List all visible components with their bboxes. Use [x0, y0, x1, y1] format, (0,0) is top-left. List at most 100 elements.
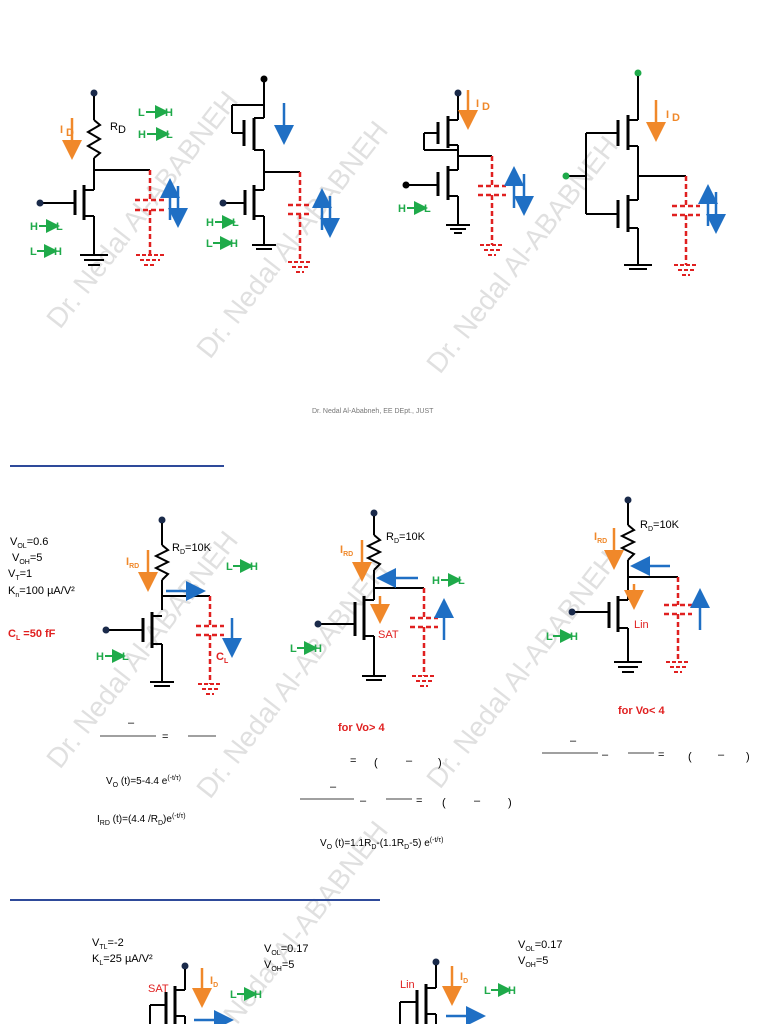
svg-text:H: H — [570, 631, 578, 643]
svg-text:): ) — [746, 751, 750, 763]
circuit-cmos: I D — [562, 69, 726, 276]
svg-text:VTL=-2: VTL=-2 — [92, 937, 124, 951]
svg-text:=: = — [162, 731, 168, 743]
svg-text:SAT: SAT — [148, 983, 169, 995]
svg-text:L: L — [166, 129, 173, 141]
svg-text:H: H — [165, 107, 173, 119]
svg-text:ID: ID — [460, 971, 468, 985]
svg-text:=: = — [416, 795, 422, 807]
svg-text:D: D — [672, 112, 680, 124]
svg-text:H: H — [398, 203, 406, 215]
svg-text:–: – — [718, 749, 725, 761]
svg-text:RD=10K: RD=10K — [172, 542, 212, 556]
svg-text:(: ( — [442, 797, 446, 809]
svg-text:H: H — [432, 575, 440, 587]
svg-text:CL =50 fF: CL =50 fF — [8, 628, 56, 642]
svg-text:–: – — [602, 749, 609, 761]
svg-text:VOH=5: VOH=5 — [518, 955, 548, 969]
svg-text:L: L — [230, 989, 237, 1001]
circuit-resistive-load: I D R D L H H L H L L H — [30, 89, 188, 266]
svg-text:H: H — [254, 989, 262, 1001]
svg-text:=: = — [658, 749, 664, 761]
svg-text:L: L — [122, 651, 129, 663]
svg-text:=: = — [350, 755, 356, 767]
svg-text:): ) — [508, 797, 512, 809]
svg-text:H: H — [54, 246, 62, 258]
watermarks: Dr. Nedal Al-ABABNEH Dr. Nedal Al-ABABNE… — [40, 85, 624, 1024]
svg-text:–: – — [570, 735, 577, 747]
svg-text:VOH=5: VOH=5 — [12, 552, 42, 566]
parameters-block: VOL=0.6 VOH=5 VT=1 Kn=100 µA/V² CL =50 f… — [8, 536, 75, 642]
svg-text:L: L — [226, 561, 233, 573]
svg-text:L: L — [484, 985, 491, 997]
svg-text:D: D — [118, 124, 126, 136]
svg-text:IRD: IRD — [340, 544, 353, 558]
svg-text:–: – — [330, 781, 337, 793]
svg-text:VOH=5: VOH=5 — [264, 959, 294, 973]
svg-text:D: D — [482, 101, 490, 113]
svg-text:SAT: SAT — [378, 629, 399, 641]
svg-text:RD=10K: RD=10K — [640, 519, 680, 533]
svg-text:VOL=0.17: VOL=0.17 — [518, 939, 563, 953]
svg-text:Lin: Lin — [400, 979, 415, 991]
svg-text:L: L — [206, 238, 213, 250]
svg-text:L: L — [546, 631, 553, 643]
circuit-row2-a: IRD RD=10K L H H L CL – = VO (t)=5-4.4 e… — [96, 516, 258, 827]
svg-text:H: H — [508, 985, 516, 997]
svg-text:ID: ID — [210, 975, 218, 989]
svg-text:VOL=0.17: VOL=0.17 — [264, 943, 309, 957]
svg-text:L: L — [290, 643, 297, 655]
svg-text:KL=25 µA/V²: KL=25 µA/V² — [92, 953, 153, 967]
footer-text: Dr. Nedal Al-Ababneh, EE DEpt., JUST — [312, 408, 434, 415]
svg-text:H: H — [30, 221, 38, 233]
svg-text:Kn=100 µA/V²: Kn=100 µA/V² — [8, 585, 75, 599]
svg-text:I: I — [666, 109, 669, 121]
svg-text:H: H — [250, 561, 258, 573]
svg-text:H: H — [314, 643, 322, 655]
svg-text:RD=10K: RD=10K — [386, 531, 426, 545]
row3-params: VTL=-2 KL=25 µA/V² VOL=0.17 VOH=5 VOL=0.… — [92, 937, 563, 973]
svg-text:L: L — [138, 107, 145, 119]
watermark-5: Dr. Nedal Al-ABABNEH — [190, 555, 394, 803]
svg-text:IRD: IRD — [126, 556, 139, 570]
circuit-enhancement-load: H L L H — [206, 75, 340, 273]
svg-text:VT=1: VT=1 — [8, 568, 32, 582]
svg-text:IRD (t)=(4.4 /RD)e(-t/τ): IRD (t)=(4.4 /RD)e(-t/τ) — [97, 813, 186, 827]
svg-text:for Vo> 4: for Vo> 4 — [338, 722, 385, 734]
svg-text:VO (t)=5-4.4 e(-t/τ): VO (t)=5-4.4 e(-t/τ) — [106, 775, 181, 789]
svg-text:R: R — [110, 121, 118, 133]
svg-text:Lin: Lin — [634, 619, 649, 631]
circuit-row3-b: Lin ID L H — [399, 958, 516, 1024]
svg-text:H: H — [206, 217, 214, 229]
svg-text:–: – — [128, 717, 135, 729]
svg-text:L: L — [232, 217, 239, 229]
svg-text:D: D — [66, 127, 74, 139]
svg-text:(: ( — [374, 757, 378, 769]
svg-text:VOL=0.6: VOL=0.6 — [10, 536, 48, 550]
svg-text:IRD: IRD — [594, 531, 607, 545]
svg-text:–: – — [406, 755, 413, 767]
svg-text:CL: CL — [216, 651, 229, 665]
id-label: I — [60, 124, 63, 136]
circuit-row2-c: IRD RD=10K Lin L H for Vo< 4 – – = ( – ) — [542, 496, 750, 763]
svg-text:(: ( — [688, 751, 692, 763]
svg-text:I: I — [476, 98, 479, 110]
svg-text:for Vo< 4: for Vo< 4 — [618, 705, 665, 717]
svg-text:L: L — [30, 246, 37, 258]
svg-text:L: L — [424, 203, 431, 215]
watermark-4: Dr. Nedal Al-ABABNEH — [40, 525, 244, 773]
svg-text:H: H — [138, 129, 146, 141]
watermark-3: Dr. Nedal Al-ABABNEH — [420, 130, 624, 378]
circuit-pmos-load: I D H L — [398, 89, 534, 256]
svg-text:–: – — [360, 795, 367, 807]
svg-text:VO (t)=1.1RD-(1.1RD-5) e(-t/τ): VO (t)=1.1RD-(1.1RD-5) e(-t/τ) — [320, 837, 443, 851]
watermark-2: Dr. Nedal Al-ABABNEH — [190, 115, 394, 363]
svg-text:): ) — [438, 757, 442, 769]
circuit-row2-b: IRD RD=10K H L SAT L H for Vo> 4 = ( – )… — [290, 509, 512, 851]
svg-text:L: L — [56, 221, 63, 233]
svg-text:L: L — [458, 575, 465, 587]
svg-text:H: H — [96, 651, 104, 663]
watermark-6: Dr. Nedal Al-ABABNEH — [420, 545, 624, 793]
svg-text:H: H — [230, 238, 238, 250]
